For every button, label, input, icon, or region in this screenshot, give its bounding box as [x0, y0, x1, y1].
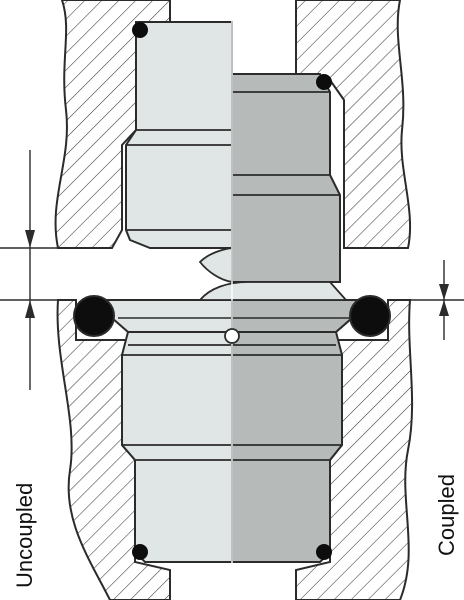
- lower-plug-right: [231, 331, 343, 563]
- small-seal-bottom-left: [132, 544, 148, 560]
- uncoupled-label: Uncoupled: [12, 483, 37, 588]
- plug-nose: [198, 247, 233, 284]
- small-seal-bottom-right: [316, 544, 332, 560]
- upper-plug-uncoupled: [125, 21, 233, 249]
- small-seal-top-left: [132, 22, 148, 38]
- bore-hole: [224, 328, 240, 344]
- coupled-label: Coupled: [434, 474, 459, 556]
- large-seal-left: [73, 295, 115, 337]
- arrow-down-right: [439, 284, 449, 300]
- upper-housing-right: [295, 0, 412, 249]
- upper-plug-coupled: [231, 73, 341, 283]
- lower-housing-right: [295, 299, 414, 600]
- arrow-up-right: [439, 300, 449, 316]
- arrow-down-left: [25, 230, 35, 248]
- upper-housing-left: [54, 0, 171, 249]
- large-seal-right: [349, 295, 391, 337]
- arrow-up-left: [25, 300, 35, 318]
- lower-plug-left: [121, 331, 233, 563]
- small-seal-top-right: [316, 74, 332, 90]
